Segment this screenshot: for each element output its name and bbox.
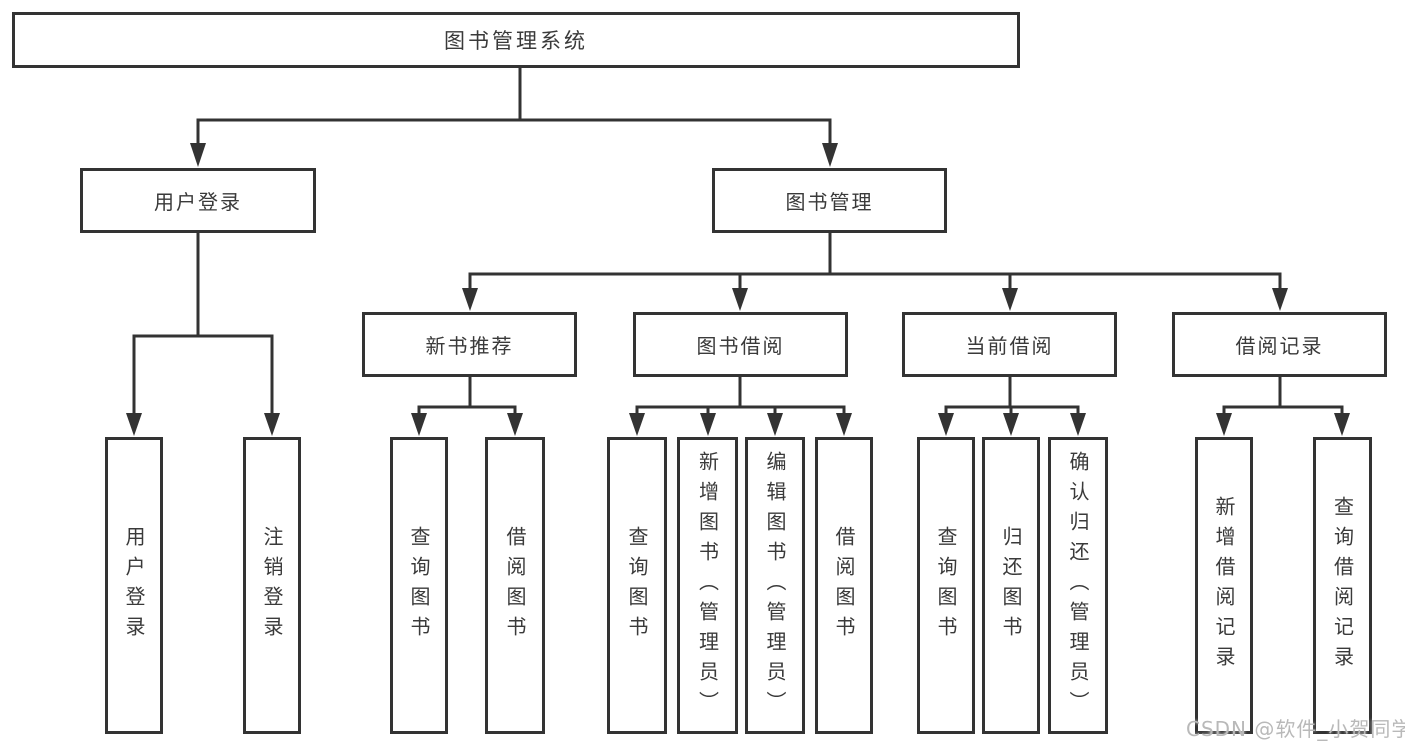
arrow-down [126,413,142,436]
connector-book-management-to-level3 [462,233,1288,311]
leaf-label: 查询图书 [625,525,649,646]
leaf-label: 归还图书 [999,525,1023,646]
csdn-watermark: CSDN @软件_小贺同学 [1186,717,1405,741]
arrow-down [1070,413,1086,436]
leaf-borrow-books-recommend: 借阅图书 [485,437,545,734]
node-book-management: 图书管理 [712,168,947,233]
connector-book-borrowing-to-leaves [629,377,852,436]
arrow-down [822,143,838,167]
arrow-down [1272,288,1288,311]
leaf-add-books-admin: 新增图书（管理员） [677,437,738,734]
leaf-edit-books-admin: 编辑图书（管理员） [745,437,805,734]
arrow-down [190,143,206,167]
leaf-label: 注销登录 [260,525,284,646]
node-new-book-recommendation: 新书推荐 [362,312,577,377]
arrow-down [1003,413,1019,436]
arrow-down [700,413,716,436]
leaf-label: 查询图书 [934,525,958,646]
leaf-label: 借阅图书 [832,525,856,646]
leaf-label: 新增图书（管理员） [695,450,720,721]
leaf-label: 查询借阅记录 [1330,495,1355,676]
connector-borrowing-records-to-leaves [1216,377,1350,436]
arrow-down [411,413,427,436]
connector-current-borrowing-to-leaves [938,377,1086,436]
leaf-add-borrow-record: 新增借阅记录 [1195,437,1253,734]
arrow-down [1216,413,1232,436]
node-borrowing-records: 借阅记录 [1172,312,1387,377]
arrow-down [462,288,478,311]
arrow-down [732,288,748,311]
node-user-login: 用户登录 [80,168,316,233]
arrow-down [264,413,280,436]
node-book-borrowing: 图书借阅 [633,312,848,377]
arrow-down [836,413,852,436]
leaf-label: 用户登录 [122,525,146,646]
leaf-query-books-recommend: 查询图书 [390,437,448,734]
node-book-management-system: 图书管理系统 [12,12,1020,68]
leaf-query-borrow-record: 查询借阅记录 [1313,437,1372,734]
leaf-query-books-current: 查询图书 [917,437,975,734]
arrow-down [767,413,783,436]
leaf-query-books-borrowing: 查询图书 [607,437,667,734]
arrow-down [938,413,954,436]
leaf-logout: 注销登录 [243,437,301,734]
leaf-return-books: 归还图书 [982,437,1040,734]
leaf-label: 借阅图书 [503,525,527,646]
connector-root-to-level2 [190,68,838,167]
leaf-label: 确认归还（管理员） [1066,450,1090,721]
node-current-borrowing: 当前借阅 [902,312,1117,377]
leaf-user-login: 用户登录 [105,437,163,734]
arrow-down [1002,288,1018,311]
leaf-confirm-return-admin: 确认归还（管理员） [1048,437,1108,734]
connector-new-book-recommendation-to-leaves [411,377,523,436]
leaf-label: 新增借阅记录 [1212,495,1236,676]
leaf-label: 编辑图书（管理员） [763,450,787,721]
leaf-label: 查询图书 [407,525,431,646]
arrow-down [629,413,645,436]
leaf-borrow-books-borrowing: 借阅图书 [815,437,873,734]
arrow-down [507,413,523,436]
arrow-down [1334,413,1350,436]
connector-user-login-to-leaves [126,233,280,436]
